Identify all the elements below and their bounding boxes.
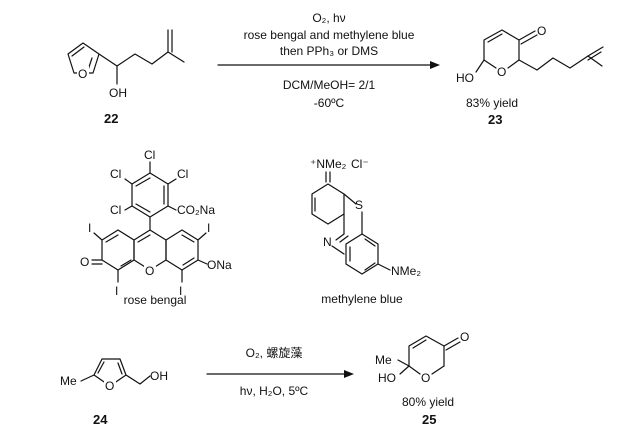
pyranone-ring-top [483, 29, 520, 61]
xanthene-right-ring [165, 229, 199, 271]
chloro-4: Cl [110, 203, 121, 217]
compound-24-structure: Me O OH [60, 358, 168, 393]
iodo-2: I [115, 284, 118, 298]
ring-oxygen: O [497, 65, 506, 79]
ketone-oxygen: O [537, 24, 546, 38]
yield-25: 80% yield [402, 395, 454, 409]
arrowhead-1 [430, 61, 440, 69]
condition-oxygen-spirulina: O₂, 螺旋藻 [246, 346, 303, 360]
iodo-4: I [179, 284, 182, 298]
compound-22-label: 22 [104, 111, 118, 126]
chloro-1: Cl [144, 148, 155, 162]
benzo-ring [345, 233, 379, 275]
hydroxyl-group: OH [109, 86, 127, 100]
compound-23-label: 23 [488, 112, 502, 127]
quinone-oxygen: O [80, 255, 89, 269]
hydroxymethyl-bond [125, 374, 151, 385]
xanthene-oxygen: O [145, 264, 154, 278]
arrowhead-2 [344, 370, 354, 378]
ring-nitrogen: N [323, 235, 332, 249]
xanthene-left-ring [101, 229, 135, 271]
pyranone-ring-25 [408, 335, 445, 367]
compound-23-structure: O O HO [456, 24, 604, 85]
methyl-25: Me [375, 353, 392, 367]
yield-23: 83% yield [466, 96, 518, 110]
condition-oxygen-light: O₂, hν [312, 11, 345, 25]
iodo-1: I [88, 221, 91, 235]
hydroxyl-25: HO [378, 371, 396, 385]
tetrachlorophenyl-ring [131, 172, 169, 218]
hemiacetal-hydroxyl: HO [456, 71, 474, 85]
compound-22-structure: O OH [67, 29, 185, 100]
chloro-2: Cl [177, 167, 188, 181]
carboxylate-group: CO₂Na [177, 203, 215, 217]
phenoxide-group: ONa [207, 258, 232, 272]
furan-oxygen: O [78, 67, 87, 81]
compound-25-structure: O O Me HO [375, 330, 469, 385]
methylene-blue-label: methylene blue [321, 292, 403, 306]
compound-24-label: 24 [93, 412, 108, 427]
quinoid-ring [311, 183, 345, 225]
ring-oxygen-25: O [421, 371, 430, 385]
chloride-counterion: Cl⁻ [351, 157, 369, 171]
dimethylamino-group: NMe₂ [391, 264, 421, 278]
compound-25-label: 25 [422, 412, 436, 427]
carbinol-bond [98, 53, 118, 85]
sulfur-atom: S [355, 198, 363, 212]
hydroxyl-24: OH [150, 369, 168, 383]
condition-light-water-temp: hν, H₂O, 5ºC [240, 384, 309, 398]
iodo-3: I [207, 221, 210, 235]
ketone-oxygen-25: O [460, 330, 469, 344]
condition-solvent: DCM/MeOH= 2/1 [283, 78, 376, 92]
product-side-chain [518, 55, 589, 71]
condition-sensitizers: rose bengal and methylene blue [244, 28, 415, 42]
rose-bengal-label: rose bengal [124, 293, 187, 307]
condition-reductant: then PPh₃ or DMS [280, 44, 378, 58]
condition-temperature: -60ºC [314, 96, 345, 110]
methylene-blue-structure: ⁺NMe₂ Cl⁻ S N NMe₂ [310, 157, 421, 278]
furan-oxygen-24: O [105, 379, 114, 393]
dimethyliminium-group: ⁺NMe₂ [310, 157, 347, 171]
alkyl-chain [116, 29, 169, 67]
chloro-3: Cl [110, 167, 121, 181]
furan-ring [67, 42, 100, 74]
methyl-group: Me [60, 374, 77, 388]
rose-bengal-structure: Cl Cl Cl Cl CO₂Na O I O I I ONa [80, 148, 232, 298]
